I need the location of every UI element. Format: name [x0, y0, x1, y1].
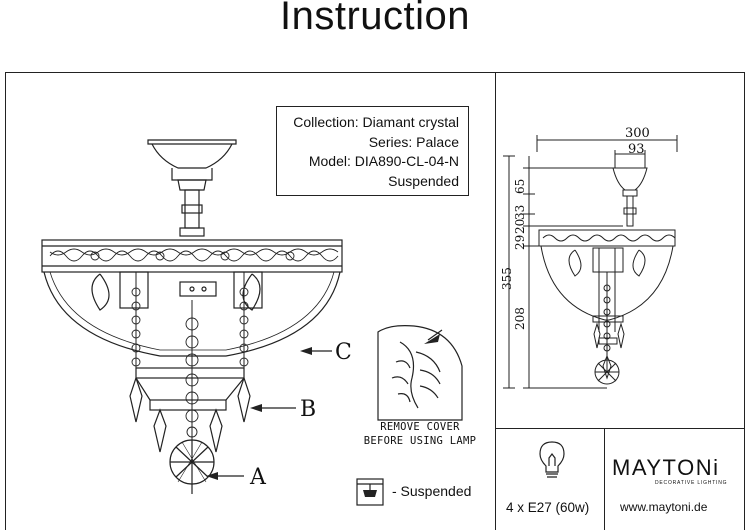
ceiling-mount-icon — [356, 478, 384, 506]
remove-cover-illustration — [377, 325, 463, 421]
remove-cover-line2: BEFORE USING LAMP — [363, 435, 477, 447]
dim-bowl: 208 — [513, 307, 527, 330]
bulb-icon — [539, 441, 565, 478]
brand-url: www.maytoni.de — [620, 500, 708, 514]
divider — [495, 72, 496, 530]
type-text: Suspended — [388, 172, 459, 189]
instruction-frame — [5, 72, 745, 530]
remove-cover-notice: REMOVE COVER BEFORE USING LAMP — [360, 420, 480, 448]
dim-height-total: 355 — [500, 267, 514, 290]
brand-logo: MAYTONi — [612, 455, 720, 480]
lamp-spec-text: 4 x E27 (60w) — [506, 500, 590, 515]
label-c: C — [335, 340, 352, 365]
collection-text: Collection: Diamant crystal — [293, 114, 459, 130]
chandelier-drawing — [41, 139, 343, 494]
dim-canopy: 65 — [513, 178, 527, 194]
divider — [604, 428, 605, 530]
label-a: A — [250, 465, 266, 490]
remove-cover-line1: REMOVE COVER — [380, 421, 460, 433]
series-text: Series: Palace — [368, 133, 459, 150]
product-info-box: Collection: Diamant crystal Series: Pala… — [276, 106, 469, 196]
mount-type-text: - Suspended — [392, 483, 472, 499]
dim-rod2: 20 — [513, 218, 527, 234]
model-text: Model: DIA890-CL-04-N — [308, 153, 459, 169]
dim-rod1: 33 — [513, 204, 527, 220]
divider — [495, 428, 745, 429]
brand-tagline: DECORATIVE LIGHTING — [655, 480, 728, 486]
dim-width-total: 300 — [625, 126, 650, 141]
dim-band: 29 — [513, 234, 527, 250]
label-b: B — [300, 397, 317, 422]
dimension-drawing — [503, 135, 678, 389]
dim-width-canopy: 93 — [628, 142, 645, 157]
page-title: Instruction — [279, 0, 471, 38]
